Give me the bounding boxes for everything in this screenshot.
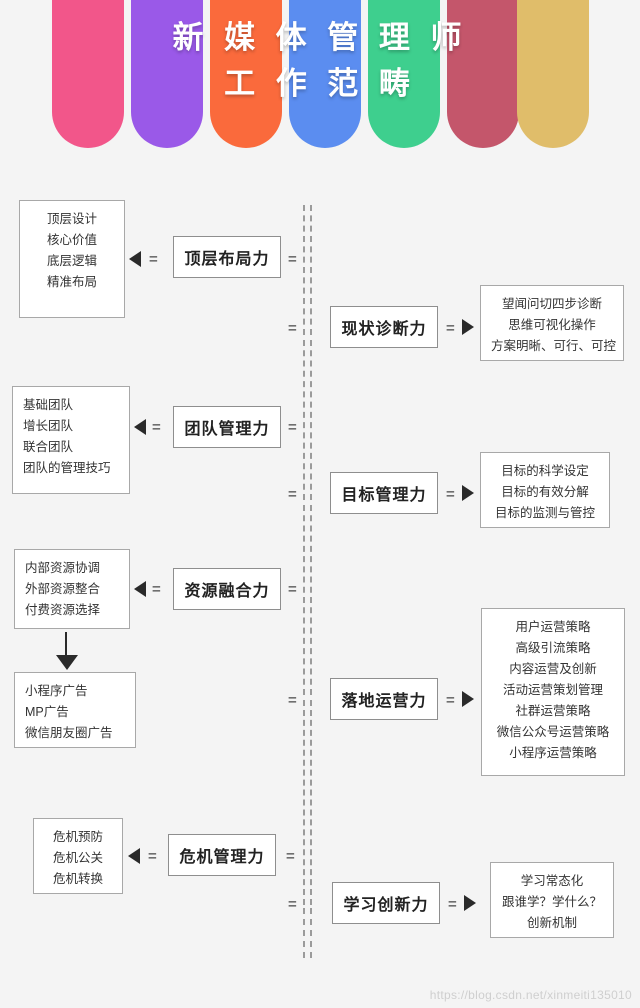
connector-line-resource [65, 632, 67, 660]
detail-item: 目标的有效分解 [501, 485, 589, 499]
spine-segment-2 [303, 340, 305, 500]
title-line-1: 新 媒 体 管 理 师 [172, 20, 468, 55]
equals-sign: = [152, 581, 161, 598]
equals-sign: = [288, 581, 297, 598]
core-node-goal-management[interactable]: 目标管理力 [330, 472, 438, 514]
spine-segment-3 [303, 505, 305, 695]
equals-sign: = [288, 251, 297, 268]
detail-box-resource-ads: 小程序广告 MP广告 微信朋友圈广告 [14, 672, 136, 748]
spine-segment-4 [303, 700, 305, 905]
arrow-right-landing-operation [462, 691, 474, 707]
arrow-down-resource [56, 655, 78, 670]
core-node-learning-innovation[interactable]: 学习创新力 [332, 882, 440, 924]
detail-item: 高级引流策略 [515, 641, 591, 655]
tube-7 [517, 0, 589, 148]
equals-sign: = [286, 848, 295, 865]
core-node-status-diagnosis[interactable]: 现状诊断力 [330, 306, 438, 348]
core-node-crisis-management[interactable]: 危机管理力 [168, 834, 276, 876]
detail-item: 用户运营策略 [515, 620, 591, 634]
detail-item: 联合团队 [23, 440, 74, 454]
core-node-landing-operation[interactable]: 落地运营力 [330, 678, 438, 720]
detail-item: 望闻问切四步诊断 [501, 297, 602, 311]
arrow-left-team-management [134, 419, 146, 435]
detail-item: 核心价值 [46, 233, 97, 247]
tube-5 [368, 0, 440, 148]
equals-sign: = [148, 848, 157, 865]
equals-sign: = [288, 320, 297, 337]
detail-item: 社群运营策略 [515, 704, 591, 718]
tube-4 [289, 0, 361, 148]
tube-2 [131, 0, 203, 148]
spine-segment-4b [310, 700, 312, 905]
detail-item: 危机转换 [52, 872, 103, 886]
equals-sign: = [446, 486, 455, 503]
tube-1 [52, 0, 124, 148]
equals-sign: = [149, 251, 158, 268]
detail-item: 顶层设计 [46, 212, 97, 226]
arrow-left-top-layout [129, 251, 141, 267]
page-title: 新 媒 体 管 理 师 工 作 范 畴 [0, 18, 640, 104]
detail-box-status-diagnosis: 望闻问切四步诊断 思维可视化操作 方案明晰、可行、可控 [480, 285, 624, 361]
detail-item: 目标的监测与管控 [494, 506, 595, 520]
detail-item: 小程序运营策略 [509, 746, 597, 760]
spine-segment-2b [310, 340, 312, 500]
detail-box-top-layout: 顶层设计 核心价值 底层逻辑 精准布局 [19, 200, 125, 318]
detail-item: 付费资源选择 [25, 603, 101, 617]
arrow-left-crisis-management [128, 848, 140, 864]
detail-item: 增长团队 [23, 419, 74, 433]
detail-item: 底层逻辑 [46, 254, 97, 268]
equals-sign: = [448, 896, 457, 913]
arrow-right-goal-management [462, 485, 474, 501]
equals-sign: = [446, 320, 455, 337]
detail-item: 微信朋友圈广告 [25, 726, 113, 740]
detail-box-resource-integration: 内部资源协调 外部资源整合 付费资源选择 [14, 549, 130, 629]
detail-item: 学习常态化 [520, 874, 584, 888]
core-node-team-management[interactable]: 团队管理力 [173, 406, 281, 448]
detail-item: 精准布局 [46, 275, 97, 289]
tube-3 [210, 0, 282, 148]
detail-item: 跟谁学？学什么？ [501, 895, 602, 909]
core-node-resource-integration[interactable]: 资源融合力 [173, 568, 281, 610]
detail-item: 外部资源整合 [25, 582, 101, 596]
spine-segment-3b [310, 505, 312, 695]
spine-segment-1b [310, 205, 312, 335]
spine-segment-5 [303, 908, 305, 958]
detail-box-crisis-management: 危机预防 危机公关 危机转换 [33, 818, 123, 894]
equals-sign: = [152, 419, 161, 436]
detail-item: 小程序广告 [25, 684, 88, 698]
equals-sign: = [288, 486, 297, 503]
equals-sign: = [288, 896, 297, 913]
core-node-top-layout[interactable]: 顶层布局力 [173, 236, 281, 278]
detail-item: 创新机制 [526, 916, 577, 930]
detail-box-learning-innovation: 学习常态化 跟谁学？学什么？ 创新机制 [490, 862, 614, 938]
header-banner: 新 媒 体 管 理 师 工 作 范 畴 [0, 0, 640, 160]
arrow-right-learning-innovation [464, 895, 476, 911]
watermark-text: https://blog.csdn.net/xinmeiti135010 [429, 988, 632, 1002]
detail-item: 目标的科学设定 [501, 464, 589, 478]
spine-segment-5b [310, 908, 312, 958]
detail-item: 危机预防 [52, 830, 103, 844]
detail-item: 团队的管理技巧 [23, 461, 111, 475]
detail-item: 内部资源协调 [25, 561, 101, 575]
detail-item: 内容运营及创新 [509, 662, 597, 676]
detail-box-team-management: 基础团队 增长团队 联合团队 团队的管理技巧 [12, 386, 130, 494]
equals-sign: = [288, 419, 297, 436]
arrow-right-status-diagnosis [462, 319, 474, 335]
equals-sign: = [446, 692, 455, 709]
spine-segment-1 [303, 205, 305, 335]
detail-item: 危机公关 [52, 851, 103, 865]
detail-item: 基础团队 [23, 398, 74, 412]
title-line-2: 工 作 范 畴 [224, 66, 416, 101]
detail-box-goal-management: 目标的科学设定 目标的有效分解 目标的监测与管控 [480, 452, 610, 528]
detail-item: 微信公众号运营策略 [496, 725, 610, 739]
detail-item: 方案明晰、可行、可控 [491, 339, 617, 353]
detail-item: 活动运营策划管理 [502, 683, 603, 697]
detail-item: MP广告 [25, 705, 69, 719]
arrow-left-resource-integration [134, 581, 146, 597]
equals-sign: = [288, 692, 297, 709]
detail-box-landing-operation: 用户运营策略 高级引流策略 内容运营及创新 活动运营策划管理 社群运营策略 微信… [481, 608, 625, 776]
detail-item: 思维可视化操作 [508, 318, 596, 332]
tube-6 [447, 0, 519, 148]
